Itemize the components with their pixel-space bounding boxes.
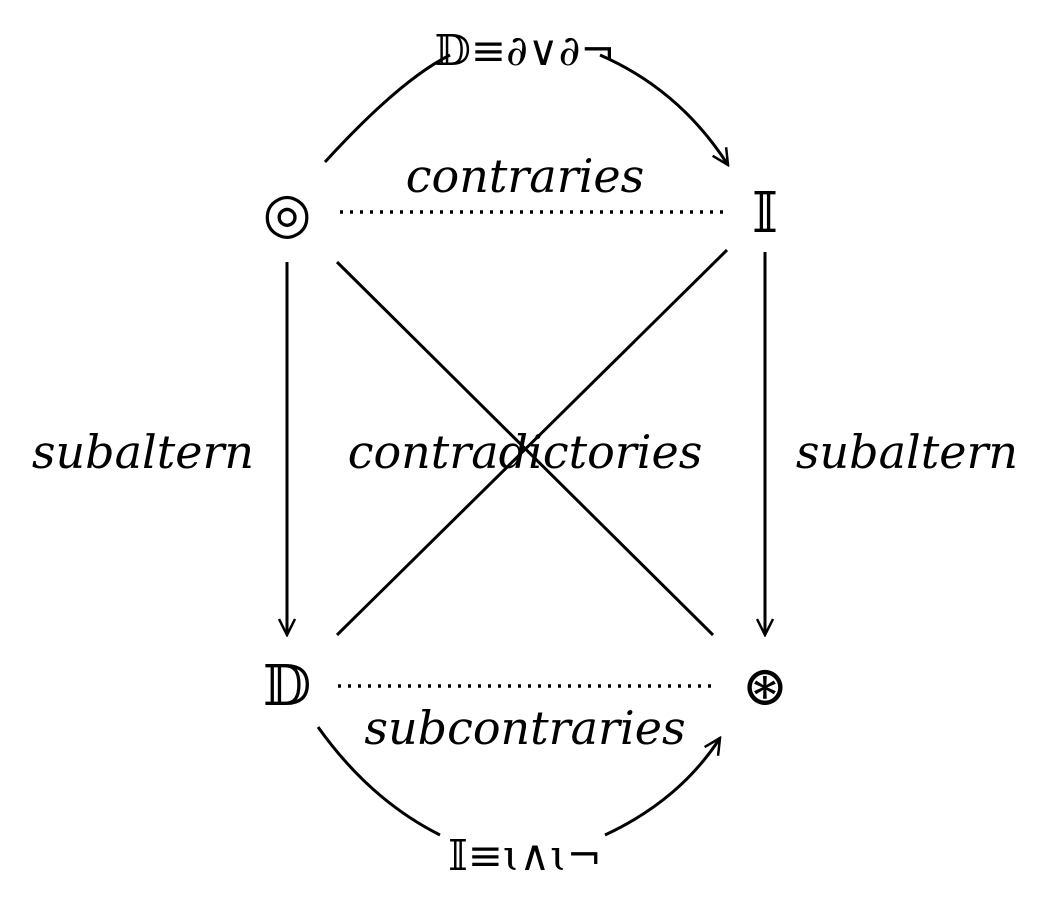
bottom-arc-arrow <box>316 727 720 837</box>
label-subcontraries: subcontraries <box>364 701 685 755</box>
label-bottom-arc: 𝕀≡ɩ∧ɩ¬ <box>448 831 602 880</box>
label-subaltern-right: subaltern <box>796 425 1018 479</box>
label-contradictories: contradictories <box>348 425 703 479</box>
label-subaltern-left: subaltern <box>32 425 254 479</box>
label-contraries: contraries <box>406 149 645 203</box>
label-top-arc: 𝔻≡∂∨∂¬ <box>435 26 616 75</box>
node-top-left: ◎ <box>263 181 312 246</box>
top-arc-arrow <box>323 53 728 165</box>
node-bottom-right: ⊛ <box>742 654 789 719</box>
node-bottom-left: 𝔻 <box>263 654 312 719</box>
diagonal-line-2 <box>335 248 729 637</box>
node-top-right: 𝕀 <box>752 181 778 246</box>
